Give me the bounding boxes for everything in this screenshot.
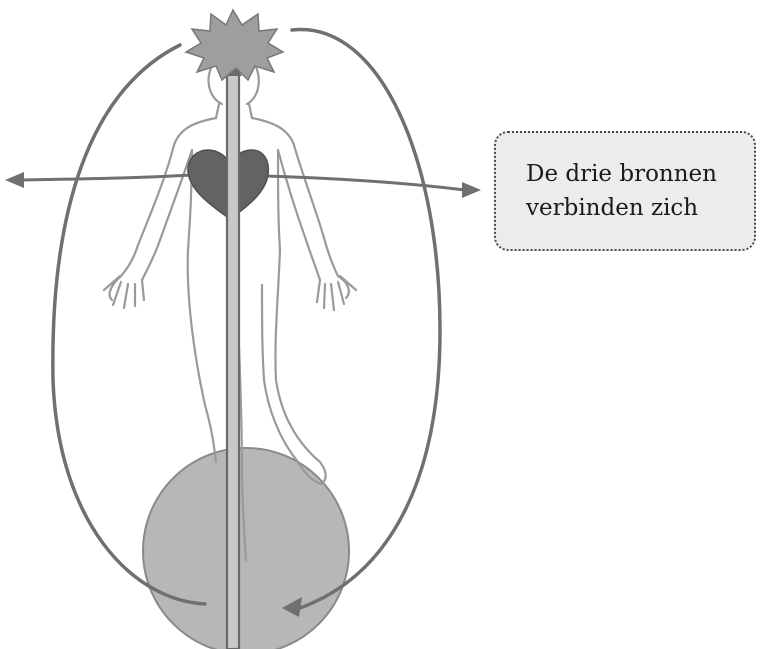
- starburst-icon: [186, 10, 283, 80]
- callout-box: De drie bronnen verbinden zich: [494, 131, 756, 251]
- callout-line-2: verbinden zich: [526, 191, 717, 225]
- left-arrowhead: [5, 172, 24, 188]
- right-arrowhead: [462, 182, 481, 198]
- callout-text: De drie bronnen verbinden zich: [526, 157, 717, 225]
- vertical-arrow: [224, 62, 242, 649]
- callout-line-1: De drie bronnen: [526, 157, 717, 191]
